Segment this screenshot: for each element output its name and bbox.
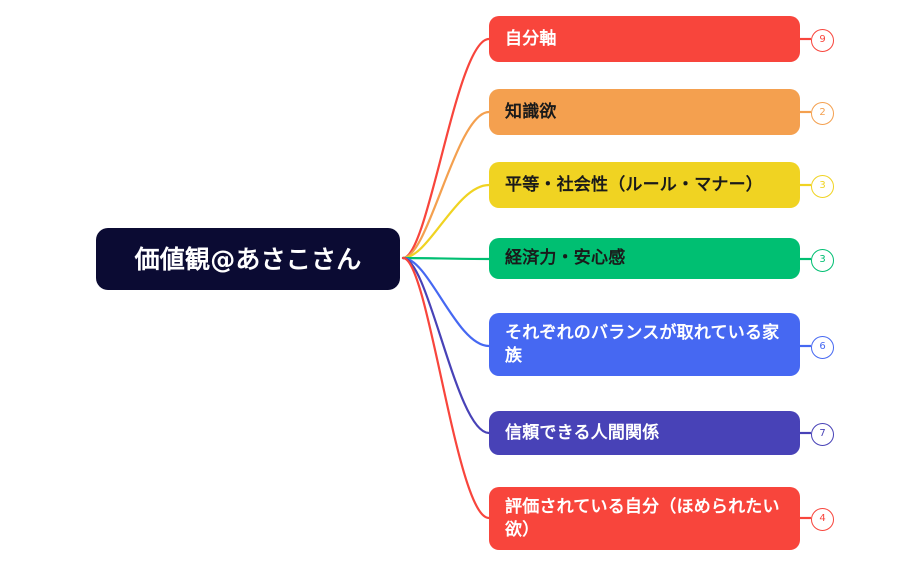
branch-node-label: 信頼できる人間関係 bbox=[505, 422, 660, 443]
branch-node-label: 評価されている自分（ほめられたい欲） bbox=[505, 497, 780, 540]
branch-node-label: 経済力・安心感 bbox=[505, 248, 626, 269]
branch-node-label: 知識欲 bbox=[505, 101, 557, 122]
connector-line bbox=[401, 110, 491, 260]
branch-node[interactable]: 信頼できる人間関係 bbox=[489, 411, 800, 455]
connector-line bbox=[401, 37, 491, 260]
branch-count-badge[interactable]: 3 bbox=[811, 174, 834, 198]
branch-node[interactable]: 経済力・安心感 bbox=[489, 238, 800, 279]
branch-node[interactable]: 自分軸 bbox=[489, 16, 800, 62]
connector-line bbox=[401, 256, 491, 435]
branch-count-badge[interactable]: 7 bbox=[811, 422, 834, 446]
branch-count-badge[interactable]: 6 bbox=[811, 335, 834, 359]
connector-line bbox=[401, 183, 491, 260]
branch-node[interactable]: 知識欲 bbox=[489, 89, 800, 135]
branch-count-badge[interactable]: 3 bbox=[811, 248, 834, 272]
branch-node[interactable]: 評価されている自分（ほめられたい欲） bbox=[489, 487, 800, 550]
connector-line bbox=[401, 256, 491, 348]
connector-line bbox=[401, 256, 491, 261]
branch-node-label: 平等・社会性（ルール・マナー） bbox=[505, 174, 763, 195]
root-node[interactable]: 価値観@あさこさん bbox=[96, 228, 400, 290]
root-node-label: 価値観@あさこさん bbox=[134, 244, 362, 274]
branch-count-badge[interactable]: 2 bbox=[811, 101, 834, 125]
branch-node[interactable]: それぞれのバランスが取れている家族 bbox=[489, 313, 800, 376]
connector-line bbox=[401, 256, 491, 520]
branch-node[interactable]: 平等・社会性（ルール・マナー） bbox=[489, 162, 800, 208]
branch-node-label: それぞれのバランスが取れている家族 bbox=[505, 323, 780, 366]
branch-count-badge[interactable]: 9 bbox=[811, 28, 834, 52]
branch-node-label: 自分軸 bbox=[505, 28, 557, 49]
branch-count-badge[interactable]: 4 bbox=[811, 507, 834, 531]
